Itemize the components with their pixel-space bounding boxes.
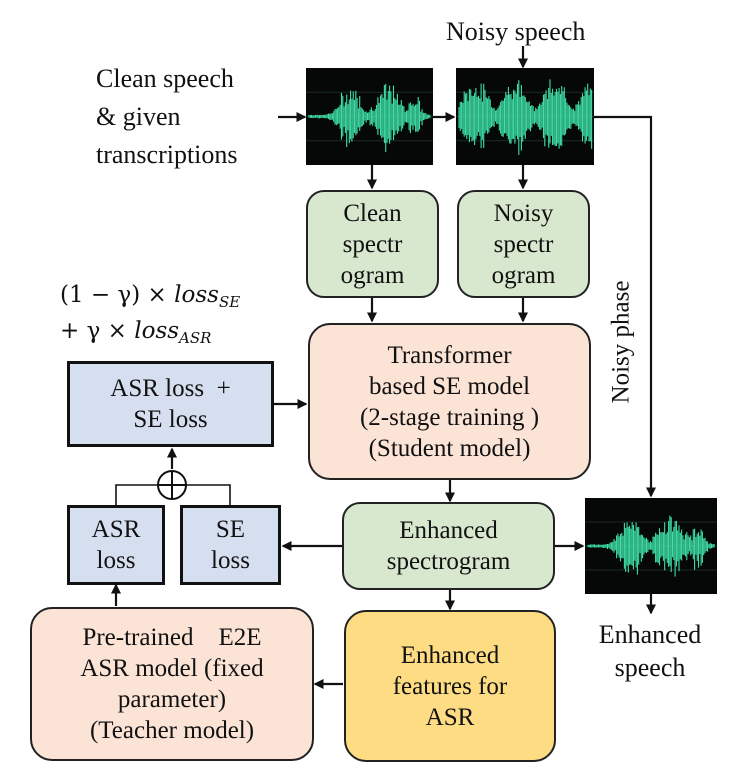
asr-loss-line-1: ASR: [91, 516, 141, 543]
noisy-spectrogram-box: Noisy spectr ogram: [457, 190, 590, 298]
enhanced-spectrogram-box: Enhanced spectrogram: [342, 502, 555, 590]
asr-loss-tie: [115, 484, 158, 505]
combined-loss-line-1: ASR loss +: [110, 375, 231, 402]
noisy-phase-label: Noisy phase: [607, 280, 635, 404]
enhanced-features-line-1: Enhanced: [400, 641, 500, 669]
se-loss-tie: [186, 484, 231, 505]
asr-loss-box: ASR loss: [67, 505, 165, 585]
clean-waveform-image: [306, 68, 433, 165]
formula-sub-2: ASR: [179, 329, 212, 347]
clean-speech-label-3: transcriptions: [96, 140, 238, 169]
enhanced-spectrogram-line-2: spectrogram: [386, 548, 511, 575]
combined-loss-box: ASR loss + SE loss: [67, 361, 274, 447]
se-loss-line-1: SE: [215, 516, 246, 543]
enhanced-features-box: Enhanced features for ASR: [344, 610, 556, 762]
asr-model-line-2: ASR model (fixed: [80, 655, 264, 682]
asr-loss-line-2: loss: [96, 547, 136, 574]
formula-coef-1: (1 − γ) ×: [60, 282, 175, 308]
se-loss-box: SE loss: [180, 505, 281, 585]
se-model-box: Transformer based SE model (2-stage trai…: [308, 323, 591, 480]
combined-loss-line-2: SE loss: [133, 406, 208, 433]
clean-spectrogram-line-3: ogram: [340, 261, 405, 289]
se-model-line-3: (2-stage training ): [359, 403, 540, 431]
loss-formula-line-1: (1 − γ) × lossSE: [60, 282, 240, 311]
formula-loss-2: loss: [134, 318, 180, 344]
circled-plus-icon: [157, 470, 187, 500]
enhanced-speech-label: Enhanced speech: [580, 616, 720, 686]
clean-spectrogram-box: Clean spectr ogram: [306, 190, 439, 298]
asr-model-line-4: (Teacher model): [89, 717, 255, 744]
formula-coef-2: + γ ×: [60, 318, 135, 344]
noisy-spectrogram-line-2: spectr: [493, 230, 554, 258]
loss-formula-line-2: + γ × lossASR: [60, 318, 211, 347]
noisy-spectrogram-line-1: Noisy: [493, 199, 554, 227]
formula-sub-1: SE: [218, 293, 241, 311]
se-model-line-4: (Student model): [368, 434, 531, 462]
asr-model-line-1: Pre-trained E2E: [82, 624, 262, 651]
clean-speech-label-1: Clean speech: [96, 64, 234, 93]
waveform-icon: [306, 83, 433, 153]
formula-loss-1: loss: [174, 282, 219, 308]
se-model-line-2: based SE model: [368, 372, 531, 400]
clean-spectrogram-line-2: spectr: [342, 230, 403, 258]
enhanced-spectrogram-line-1: Enhanced: [399, 517, 498, 544]
clean-speech-label-2: & given: [96, 102, 181, 131]
se-loss-line-2: loss: [211, 547, 250, 574]
enhanced-waveform-image: [585, 498, 717, 594]
enhanced-features-line-3: ASR: [425, 703, 475, 731]
waveform-icon: [456, 79, 594, 155]
noisy-waveform-image: [456, 68, 594, 165]
asr-model-box: Pre-trained E2E ASR model (fixed paramet…: [30, 607, 314, 761]
se-model-line-1: Transformer: [387, 341, 512, 369]
asr-model-line-3: parameter): [117, 686, 227, 713]
enhanced-features-line-2: features for: [392, 672, 508, 700]
enhanced-speech-line-2: speech: [614, 653, 686, 682]
enhanced-speech-line-1: Enhanced: [598, 620, 702, 649]
waveform-icon: [585, 515, 717, 577]
clean-spectrogram-line-1: Clean: [343, 199, 402, 227]
noisy-spectrogram-line-3: ogram: [491, 261, 556, 289]
noisy-speech-label: Noisy speech: [446, 17, 586, 46]
arrow-noisy-phase: [594, 115, 656, 498]
